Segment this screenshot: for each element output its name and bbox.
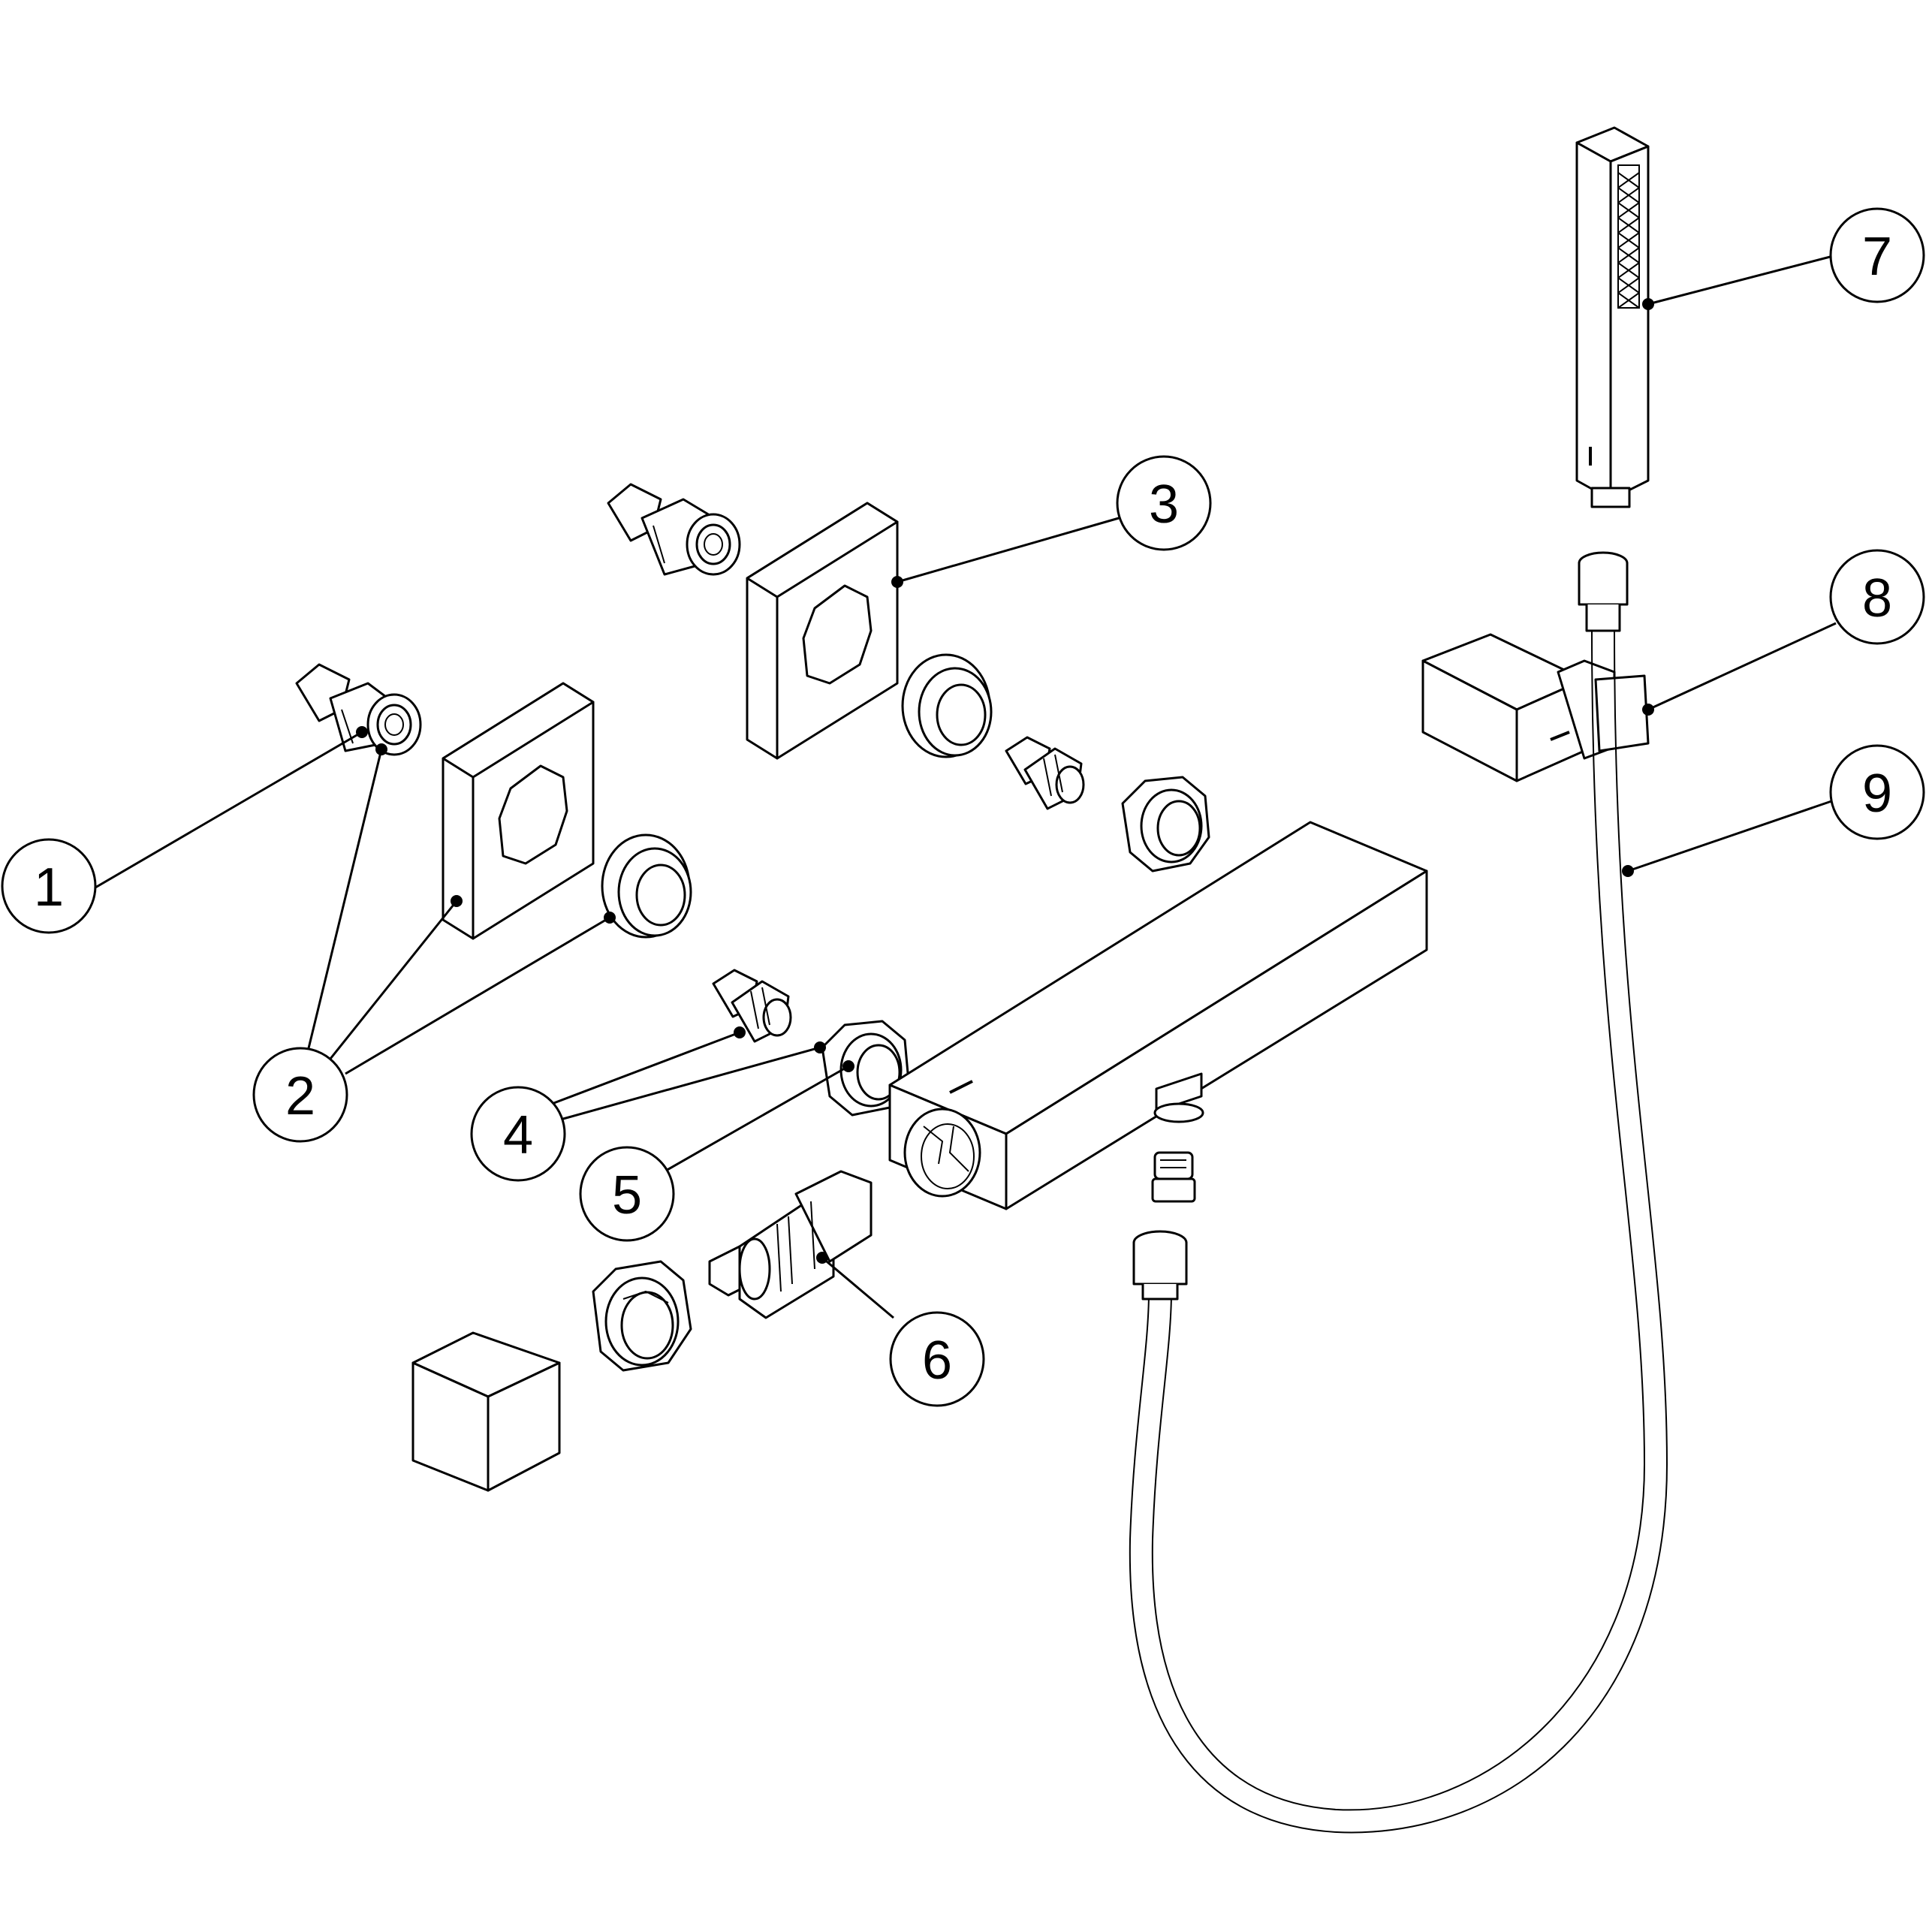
mixer-body	[888, 821, 1428, 1210]
left-cover-ring	[601, 833, 692, 939]
callout-7: 7	[1829, 207, 1925, 303]
cartridge-union-nut	[592, 1260, 692, 1372]
callout-3-label: 3	[1149, 475, 1179, 535]
callout-2: 2	[252, 1047, 348, 1143]
callout-6: 6	[889, 1311, 985, 1407]
callout-5: 5	[579, 1146, 675, 1242]
thermostatic-cartridge	[708, 1170, 873, 1319]
left-wall-rosette	[442, 682, 595, 940]
callout-1: 1	[1, 838, 97, 934]
callout-1-label: 1	[34, 857, 64, 918]
mixer-outlet	[1153, 1072, 1204, 1123]
callout-3: 3	[1116, 455, 1212, 551]
callout-4: 4	[470, 1086, 566, 1182]
callout-5-label: 5	[612, 1165, 642, 1225]
callout-7-label: 7	[1862, 227, 1892, 287]
shower-hose	[1129, 630, 1668, 1834]
callout-6-label: 6	[922, 1331, 952, 1391]
top-hex-nut	[1121, 776, 1210, 873]
hose-bottom-nut	[1132, 1230, 1188, 1301]
top-eccentric-connector	[607, 483, 741, 576]
handle-cap	[411, 1331, 561, 1492]
callout-9: 9	[1829, 744, 1925, 840]
left-nipple	[712, 969, 792, 1043]
top-cover-ring	[901, 653, 993, 758]
leader-dots	[356, 298, 1654, 1264]
callout-4-label: 4	[503, 1105, 533, 1165]
left-eccentric-connector	[295, 663, 422, 756]
hose-top-nut	[1578, 551, 1629, 632]
top-wall-rosette	[746, 502, 899, 760]
top-nipple	[1005, 736, 1085, 810]
callout-8-label: 8	[1862, 568, 1892, 628]
callout-9-label: 9	[1862, 764, 1892, 824]
callout-8: 8	[1829, 549, 1925, 645]
outlet-adapter	[1151, 1151, 1196, 1203]
leader-lines	[95, 254, 1837, 1319]
callout-2-label: 2	[285, 1066, 315, 1126]
wall-holder	[1421, 633, 1650, 782]
hand-shower	[1575, 126, 1650, 508]
